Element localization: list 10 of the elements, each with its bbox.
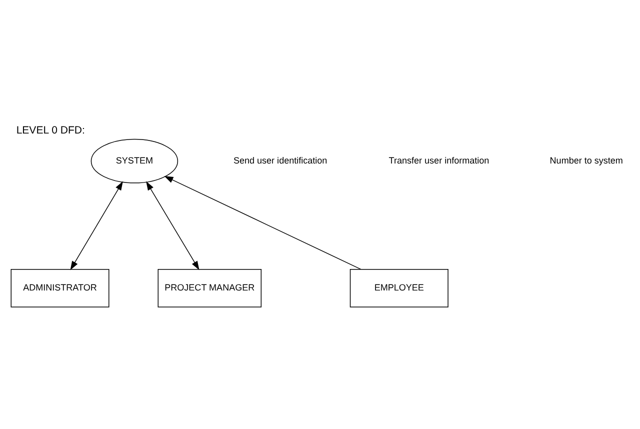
node-box: PROJECT MANAGER [158, 269, 262, 308]
label: Send user identification [233, 155, 328, 166]
node-box: EMPLOYEE [350, 269, 448, 308]
arrow [146, 181, 200, 270]
arrow [70, 181, 123, 270]
arrow [164, 176, 362, 270]
node-box: ADMINISTRATOR [10, 269, 110, 308]
label: Transfer user information [388, 155, 490, 166]
label: Number to system [550, 155, 623, 166]
diagram-title: LEVEL 0 DFD: [16, 124, 85, 136]
